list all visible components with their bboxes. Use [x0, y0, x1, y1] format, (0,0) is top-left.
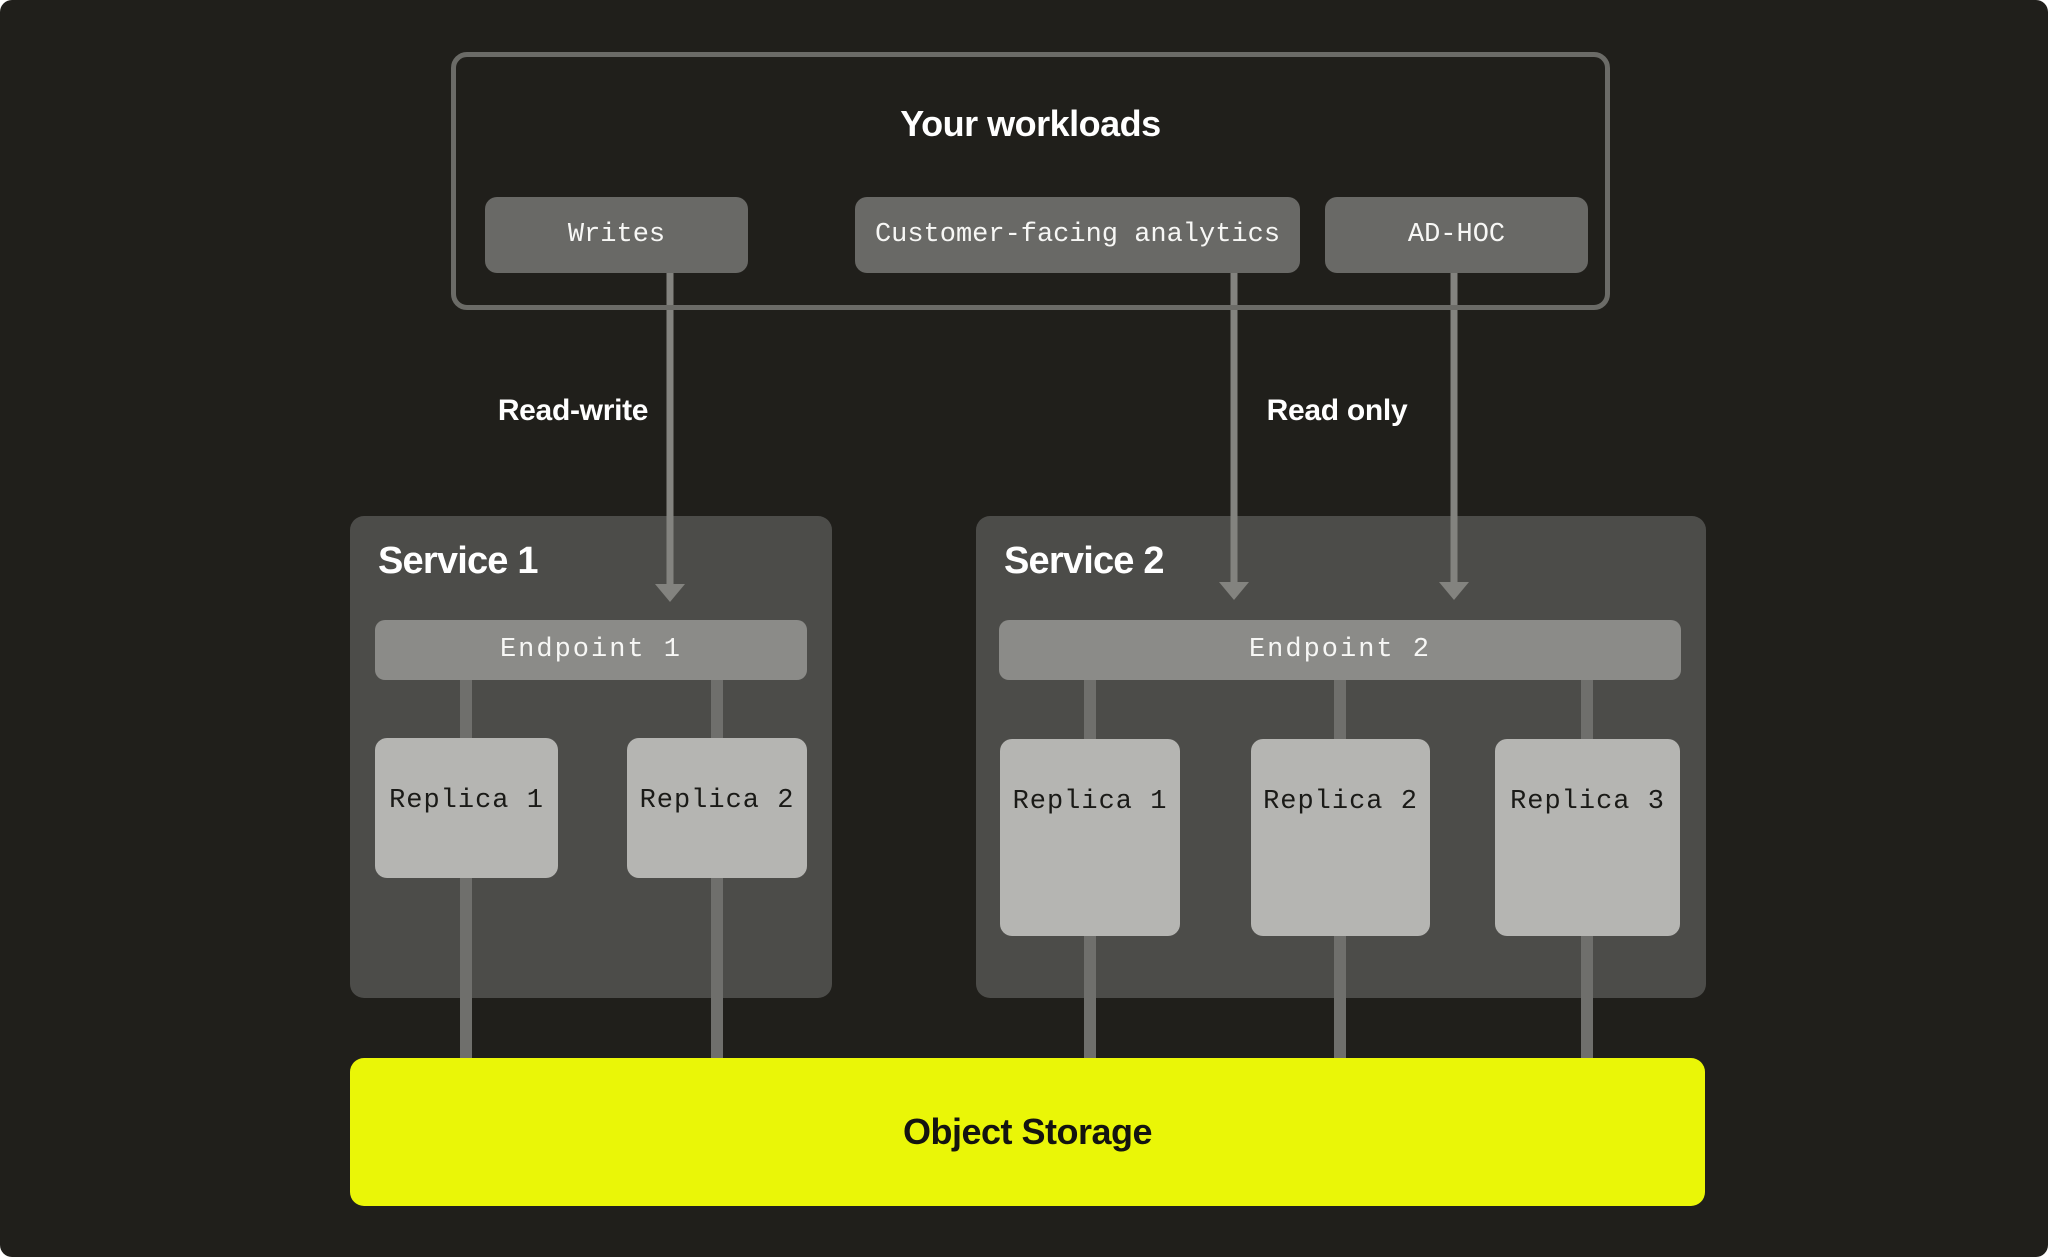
your-workloads-title: Your workloads — [900, 103, 1161, 144]
arrowhead-down-icon — [655, 584, 685, 602]
object-storage-bar: Object Storage — [350, 1058, 1705, 1206]
arrow-adhoc-to-endpoint-2 — [1439, 268, 1469, 600]
service-1-endpoint: Endpoint 1 — [375, 620, 807, 680]
workload-chip-customer-facing-analytics: Customer-facing analytics — [855, 197, 1300, 273]
workload-chip-writes: Writes — [485, 197, 748, 273]
arrow-analytics-to-endpoint-2 — [1219, 268, 1249, 600]
workload-chip-ad-hoc: AD-HOC — [1325, 197, 1588, 273]
service-1-replica-1: Replica 1 — [375, 738, 558, 878]
service-2-replica-2: Replica 2 — [1251, 739, 1430, 936]
service-1-replica-2: Replica 2 — [627, 738, 807, 878]
arrow-line — [1230, 268, 1238, 582]
service-2-box: Service 2 Endpoint 2 Replica 1 Replica 2… — [976, 516, 1706, 1058]
service-1-box: Service 1 Endpoint 1 Replica 1 Replica 2 — [350, 516, 832, 1058]
service-2-replica-1: Replica 1 — [1000, 739, 1180, 936]
arrowhead-down-icon — [1219, 582, 1249, 600]
read-write-label: Read-write — [497, 394, 649, 427]
service-2-replica-3: Replica 3 — [1495, 739, 1680, 936]
service-2-title: Service 2 — [1004, 540, 1165, 582]
arrow-writes-to-endpoint-1 — [655, 268, 685, 602]
your-workloads-box: Your workloads Writes Customer-facing an… — [451, 52, 1610, 310]
service-1-title: Service 1 — [378, 540, 539, 582]
service-2-endpoint: Endpoint 2 — [999, 620, 1681, 680]
read-only-label: Read only — [1266, 394, 1408, 427]
arrowhead-down-icon — [1439, 582, 1469, 600]
arrow-line — [1450, 268, 1458, 582]
arrow-line — [666, 268, 674, 584]
